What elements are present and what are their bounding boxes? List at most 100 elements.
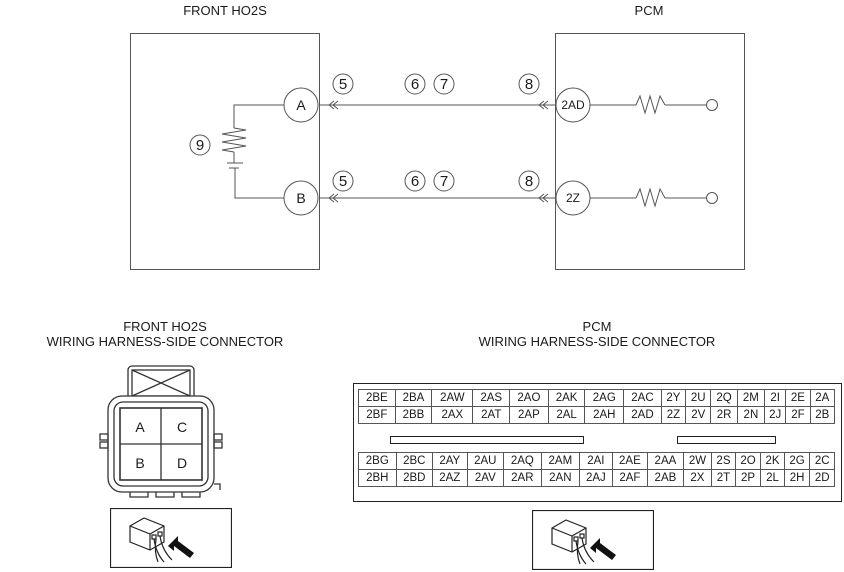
pcm-pin-cell: 2W: [682, 452, 713, 470]
pcm-pin-cell: 2AD: [623, 406, 662, 424]
pcm-pin-cell: 2BB: [394, 406, 433, 424]
ho2s-connector-title-line1: FRONT HO2S: [123, 319, 207, 334]
callout-7-top: 7: [440, 76, 448, 93]
pcm-pin-cell: 2N: [736, 406, 766, 424]
pcm-open-terminal-2: [706, 192, 718, 204]
pcm-pin-cell: 2L: [760, 469, 785, 487]
view-direction-arrow: [168, 536, 194, 558]
front-ho2s-title: FRONT HO2S: [183, 3, 267, 18]
pcm-pin-cell: 2AH: [584, 406, 625, 424]
harness-side-view-icon-pcm: [532, 510, 654, 570]
pcm-pin-cell: 2AE: [611, 452, 649, 470]
pcm-pin-cell: 2Y: [660, 389, 687, 407]
callout-6-bottom: 6: [411, 173, 419, 190]
pcm-pin-cell: 2AM: [540, 452, 581, 470]
pcm-pin-cell: 2BF: [358, 406, 396, 424]
pcm-pin-cell: 2BH: [358, 469, 397, 487]
pcm-pin-cell: 2R: [710, 406, 738, 424]
callout-7-bottom: 7: [440, 173, 448, 190]
pcm-pin-cell: 2S: [711, 452, 736, 470]
ho2s-pin-c: C: [177, 419, 187, 435]
harness-side-view-icon: [110, 508, 232, 568]
callout-6-top: 6: [411, 76, 419, 93]
ho2s-connector-title-line2: WIRING HARNESS-SIDE CONNECTOR: [46, 334, 284, 349]
terminal-a-label: A: [296, 97, 306, 113]
pcm-pin-cell: 2AY: [432, 452, 468, 470]
front-ho2s-box: [130, 33, 320, 270]
pcm-pin-cell: 2C: [809, 452, 835, 470]
pcm-title: PCM: [635, 3, 664, 18]
pcm-pin-cell: 2H: [783, 469, 811, 487]
pcm-pin-cell: 2AK: [547, 389, 586, 407]
pcm-pin-cell: 2J: [764, 406, 787, 424]
callout-8-top: 8: [525, 76, 533, 93]
pcm-pin-cell: 2U: [685, 389, 712, 407]
terminal-b-circle: [283, 180, 319, 216]
pcm-pin-cell: 2Q: [710, 389, 738, 407]
view-direction-arrow: [590, 538, 616, 560]
pcm-pin-cell: 2P: [734, 469, 762, 487]
pcm-key-slot-left: [390, 436, 584, 444]
pcm-pin-cell: 2AF: [611, 469, 649, 487]
pcm-pin-cell: 2AC: [623, 389, 662, 407]
pcm-pin-cell: 2K: [760, 452, 785, 470]
pcm-pin-cell: 2BD: [395, 469, 434, 487]
pcm-pin-cell: 2BG: [358, 452, 397, 470]
pcm-pin-cell: 2AL: [547, 406, 586, 424]
pcm-resistor-2: [635, 187, 666, 208]
terminal-a-circle: [283, 87, 319, 123]
pcm-pin-cell: 2AJ: [579, 469, 613, 487]
pcm-pin-cell: 2BA: [394, 389, 433, 407]
pcm-connector-title-line2: WIRING HARNESS-SIDE CONNECTOR: [478, 334, 716, 349]
terminal-2z-label: 2Z: [566, 191, 580, 205]
callout-9: 9: [196, 137, 204, 154]
pcm-pin-cell: 2AQ: [503, 452, 542, 470]
pcm-pin-cell: 2O: [734, 452, 762, 470]
pcm-pin-cell: 2AW: [431, 389, 474, 407]
pcm-pin-cell: 2M: [736, 389, 766, 407]
pcm-pin-cell: 2AI: [579, 452, 613, 470]
ho2s-internal-wire-bottom: [234, 168, 284, 199]
pcm-pin-cell: 2BE: [358, 389, 396, 407]
pcm-pin-cell: 2AR: [503, 469, 542, 487]
ho2s-connector-face: A C B D: [99, 365, 223, 498]
ho2s-pin-a: A: [135, 419, 145, 435]
pcm-pin-cell: 2I: [764, 389, 787, 407]
pcm-pin-cell: 2T: [711, 469, 736, 487]
terminal-2ad-label: 2AD: [561, 98, 585, 112]
pcm-pin-cell: 2G: [783, 452, 811, 470]
pcm-pin-cell: 2B: [809, 406, 836, 424]
pcm-pin-cell: 2AN: [540, 469, 581, 487]
pcm-pin-cell: 2A: [809, 389, 836, 407]
ho2s-connector-title: FRONT HO2S WIRING HARNESS-SIDE CONNECTOR: [0, 319, 330, 349]
ho2s-pin-d: D: [177, 455, 187, 471]
callout-5-bottom: 5: [339, 173, 347, 190]
callout-5-top: 5: [339, 76, 347, 93]
pcm-pin-cell: 2V: [685, 406, 712, 424]
pcm-pin-cell: 2AX: [431, 406, 474, 424]
pcm-pin-cell: 2AU: [466, 452, 505, 470]
pcm-pin-cell: 2F: [785, 406, 811, 424]
pcm-connector-title-line1: PCM: [582, 319, 612, 334]
pcm-open-terminal-1: [706, 99, 718, 111]
pcm-pin-cell: 2AV: [466, 469, 505, 487]
terminal-b-label: B: [296, 190, 305, 206]
callout-8-bottom: 8: [525, 173, 533, 190]
ho2s-pin-b: B: [135, 455, 144, 471]
pcm-pin-cell: 2AA: [647, 452, 684, 470]
pcm-box: [555, 33, 745, 270]
pcm-key-slot-right: [677, 436, 776, 444]
pcm-pin-cell: 2Z: [660, 406, 687, 424]
pcm-connector-title: PCM WIRING HARNESS-SIDE CONNECTOR: [350, 319, 844, 349]
pcm-pin-cell: 2AT: [472, 406, 511, 424]
pcm-pin-cell: 2X: [682, 469, 713, 487]
pcm-pin-cell: 2AG: [584, 389, 625, 407]
pcm-pin-cell: 2AP: [509, 406, 549, 424]
pcm-pin-cell: 2D: [809, 469, 835, 487]
